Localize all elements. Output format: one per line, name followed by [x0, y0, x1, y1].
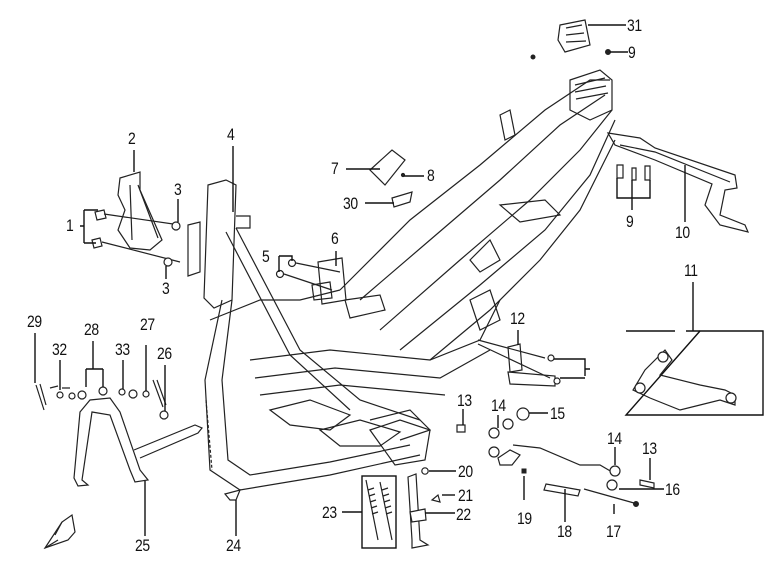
rear-bracket-10 — [606, 132, 750, 233]
callout-7: 7 — [331, 159, 339, 178]
callout-5-upper: 5 — [262, 247, 270, 266]
part-24 — [223, 489, 242, 501]
callout-24: 24 — [226, 536, 241, 555]
callout-13-right: 13 — [642, 439, 657, 458]
callout-26: 26 — [157, 344, 172, 363]
callout-6: 6 — [331, 229, 339, 248]
front-bracket-assembly — [91, 171, 201, 277]
callout-25: 25 — [135, 536, 150, 555]
pivot-assembly — [456, 407, 655, 507]
callout-10: 10 — [675, 223, 690, 242]
callout-8: 8 — [427, 166, 435, 185]
callout-19: 19 — [517, 509, 532, 528]
callout-12: 12 — [510, 309, 525, 328]
callout-17: 17 — [606, 522, 621, 541]
callout-30: 30 — [343, 194, 358, 213]
side-stand-22 — [407, 467, 441, 549]
callout-28: 28 — [84, 320, 99, 339]
callout-16: 16 — [665, 480, 680, 499]
callout-20: 20 — [458, 462, 473, 481]
callout-21: 21 — [458, 486, 473, 505]
bolts-5-upper — [275, 258, 341, 291]
seat-lock-31 — [530, 19, 611, 60]
callout-33: 33 — [115, 340, 130, 359]
callout-32: 32 — [52, 340, 67, 359]
callout-9-lower: 9 — [626, 212, 634, 231]
springs-box-23 — [361, 475, 397, 549]
main-frame — [203, 69, 616, 491]
callout-13-left: 13 — [457, 391, 472, 410]
main-stand-25 — [35, 379, 203, 487]
callout-9-upper: 9 — [628, 43, 636, 62]
callout-27: 27 — [140, 315, 155, 334]
callout-1: 1 — [66, 216, 74, 235]
callout-31: 31 — [627, 16, 642, 35]
plate-7-assembly — [369, 149, 413, 208]
callout-14-left: 14 — [491, 396, 506, 415]
leader-lines — [34, 24, 700, 536]
callout-15: 15 — [550, 404, 565, 423]
callout-23: 23 — [322, 503, 337, 522]
callout-3-lower: 3 — [162, 279, 170, 298]
bracket-12 — [477, 339, 561, 387]
callout-18: 18 — [557, 522, 572, 541]
front-arrow-icon — [43, 513, 76, 550]
callout-14-right: 14 — [607, 429, 622, 448]
callout-3-upper: 3 — [174, 180, 182, 199]
callout-2: 2 — [128, 129, 136, 148]
callout-22: 22 — [456, 505, 471, 524]
rear-fork-box-11 — [624, 330, 764, 416]
callout-11: 11 — [684, 261, 698, 280]
callout-29: 29 — [27, 312, 42, 331]
callout-4: 4 — [227, 125, 235, 144]
